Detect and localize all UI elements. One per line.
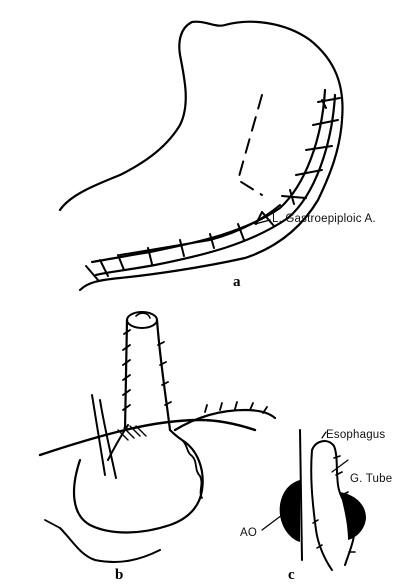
stomach-inner-a [120, 205, 280, 255]
panel-a-drawing [60, 22, 343, 290]
artery-outer-a [92, 90, 325, 262]
crossing-line-b [40, 420, 255, 455]
tube-curl-b [136, 313, 150, 318]
panel-b-drawing [40, 312, 275, 562]
tube-staples-b [123, 330, 171, 410]
duodenum-b [45, 520, 60, 528]
leader-ao [262, 515, 282, 530]
leader-gtube [332, 460, 348, 472]
label-g-tube: G. Tube [350, 474, 392, 486]
ligatures-a [86, 98, 340, 280]
panel-letter-b: b [115, 568, 123, 583]
label-gastroepiploic-artery: L. Gastroepiploic A. [272, 214, 376, 226]
vessel-left2-b [100, 400, 116, 478]
aorta-shape-c [280, 480, 300, 542]
esophagus-line-c [300, 430, 302, 560]
label-ao: AO [240, 528, 257, 540]
dashed-line-a [238, 95, 262, 195]
stomach-body-b [74, 430, 203, 533]
stomach-bottom-b [60, 528, 160, 562]
panel-letter-c: c [288, 568, 295, 583]
stomach-outline-a [60, 22, 343, 290]
panel-c-drawing [262, 430, 366, 570]
tube-right-b [157, 320, 170, 430]
label-esophagus: Esophagus [326, 430, 385, 442]
tube-top-b [127, 312, 157, 328]
tube-left-b [125, 320, 127, 430]
panel-letter-a: a [233, 275, 241, 290]
g-tube-inner-c [311, 450, 332, 570]
aorta-right-c [340, 492, 366, 540]
